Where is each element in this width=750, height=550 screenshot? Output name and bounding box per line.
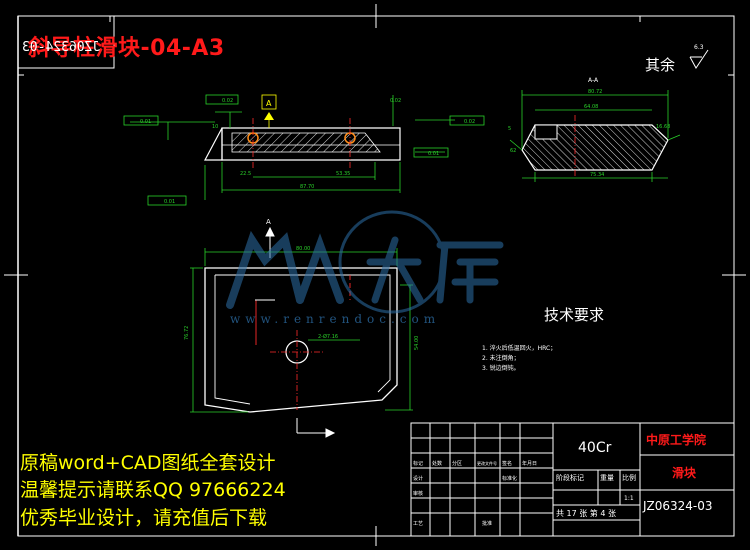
dim-text: 2-Ø7.16 <box>318 333 338 340</box>
front-view <box>123 94 485 206</box>
dim-text: 80.00 <box>296 246 310 252</box>
dim-text: 10 <box>212 124 218 130</box>
row-revision: 标记 <box>413 460 423 467</box>
watermark-logo <box>226 210 504 314</box>
scale-value: 1:1 <box>624 495 634 502</box>
header-stage-mark: 阶段标记 <box>556 473 584 482</box>
row-review: 审核 <box>413 490 423 497</box>
row-revision: 分区 <box>452 460 462 467</box>
promo-line: 优秀毕业设计，请充值后下载 <box>20 507 268 529</box>
row-process: 工艺 <box>413 521 423 527</box>
row-revision: 处数 <box>432 460 442 467</box>
front-hatch-band <box>231 132 381 153</box>
drawing-number: JZ06324-03 <box>642 499 713 513</box>
dim-text: 0.02 <box>464 119 475 125</box>
tech-req-item: 3. 锐边倒钝。 <box>482 364 520 372</box>
dim-text: 0.01 <box>140 119 151 125</box>
row-revision: 年月日 <box>522 460 537 467</box>
dim-text: 0.01 <box>428 151 439 157</box>
part-name: 滑块 <box>672 465 697 480</box>
sheet-info: 共 17 张 第 4 张 <box>556 508 616 518</box>
dim-text: 87.70 <box>300 184 314 190</box>
dim-text: 64.08 <box>584 104 598 110</box>
section-cut-line <box>255 226 336 438</box>
dim-text: 76.72 <box>184 326 190 340</box>
dim-text: 5 <box>508 126 511 132</box>
section-slot <box>534 124 558 140</box>
row-design: 设计 <box>413 475 423 482</box>
dim-text: 80.72 <box>588 89 602 95</box>
roughness-note: 其余 <box>645 56 675 74</box>
mirrored-code-box <box>17 15 115 69</box>
dim-text: 22.5 <box>240 171 251 177</box>
promo-line: 原稿word+CAD图纸全套设计 <box>20 452 276 474</box>
dim-text: 54.00 <box>414 336 420 350</box>
dim-text: 0.01 <box>164 199 175 205</box>
section-label: A-A <box>588 77 599 84</box>
dim-text: 0.02 <box>222 98 233 104</box>
front-dimensions <box>130 95 455 200</box>
row-revision: 签名 <box>502 460 512 467</box>
section-dimensions <box>509 90 681 182</box>
drawing-texts: 其余 6.3 A-A A A 技术要求 1. 淬火后低温回火，HRC； 2. 未… <box>140 44 713 527</box>
school-name: 中原工学院 <box>646 432 706 447</box>
promo-line: 温馨提示请联系QQ 97666224 <box>20 479 286 501</box>
dim-text: 0.02 <box>390 98 401 104</box>
banner-title: 斜导柱滑块-04-A3 <box>28 36 225 61</box>
section-view <box>509 90 681 182</box>
mirrored-code: JZ06324-03 <box>22 40 101 55</box>
dim-text: 16.68 <box>656 124 670 130</box>
datum-a-marker <box>261 94 277 128</box>
dim-text: 62 <box>510 148 516 154</box>
tech-req-item: 1. 淬火后低温回火，HRC； <box>482 344 556 352</box>
tech-req-item: 2. 未注倒角； <box>482 354 520 362</box>
plan-outline <box>204 267 398 413</box>
front-tolerance-frames <box>123 94 485 206</box>
roughness-symbol <box>689 49 709 69</box>
plan-dimensions <box>190 248 413 413</box>
watermark-url: www.renrendoc.com <box>230 312 441 326</box>
center-marks <box>4 4 746 546</box>
material: 40Cr <box>578 440 612 456</box>
header-scale: 比例 <box>622 473 636 482</box>
section-arrow-label: A <box>266 218 271 226</box>
dim-text: 53.35 <box>336 171 350 177</box>
datum-label: A <box>266 99 272 108</box>
row-revision: 更改文件号 <box>477 460 497 466</box>
row-standardize: 标准化 <box>502 475 517 482</box>
front-left-slope <box>204 127 223 161</box>
roughness-value: 6.3 <box>694 44 704 51</box>
dim-text: 75.34 <box>590 172 604 178</box>
tech-req-title: 技术要求 <box>544 306 604 324</box>
header-weight: 重量 <box>600 474 614 482</box>
row-approve: 批准 <box>482 520 492 527</box>
title-block <box>410 422 735 537</box>
